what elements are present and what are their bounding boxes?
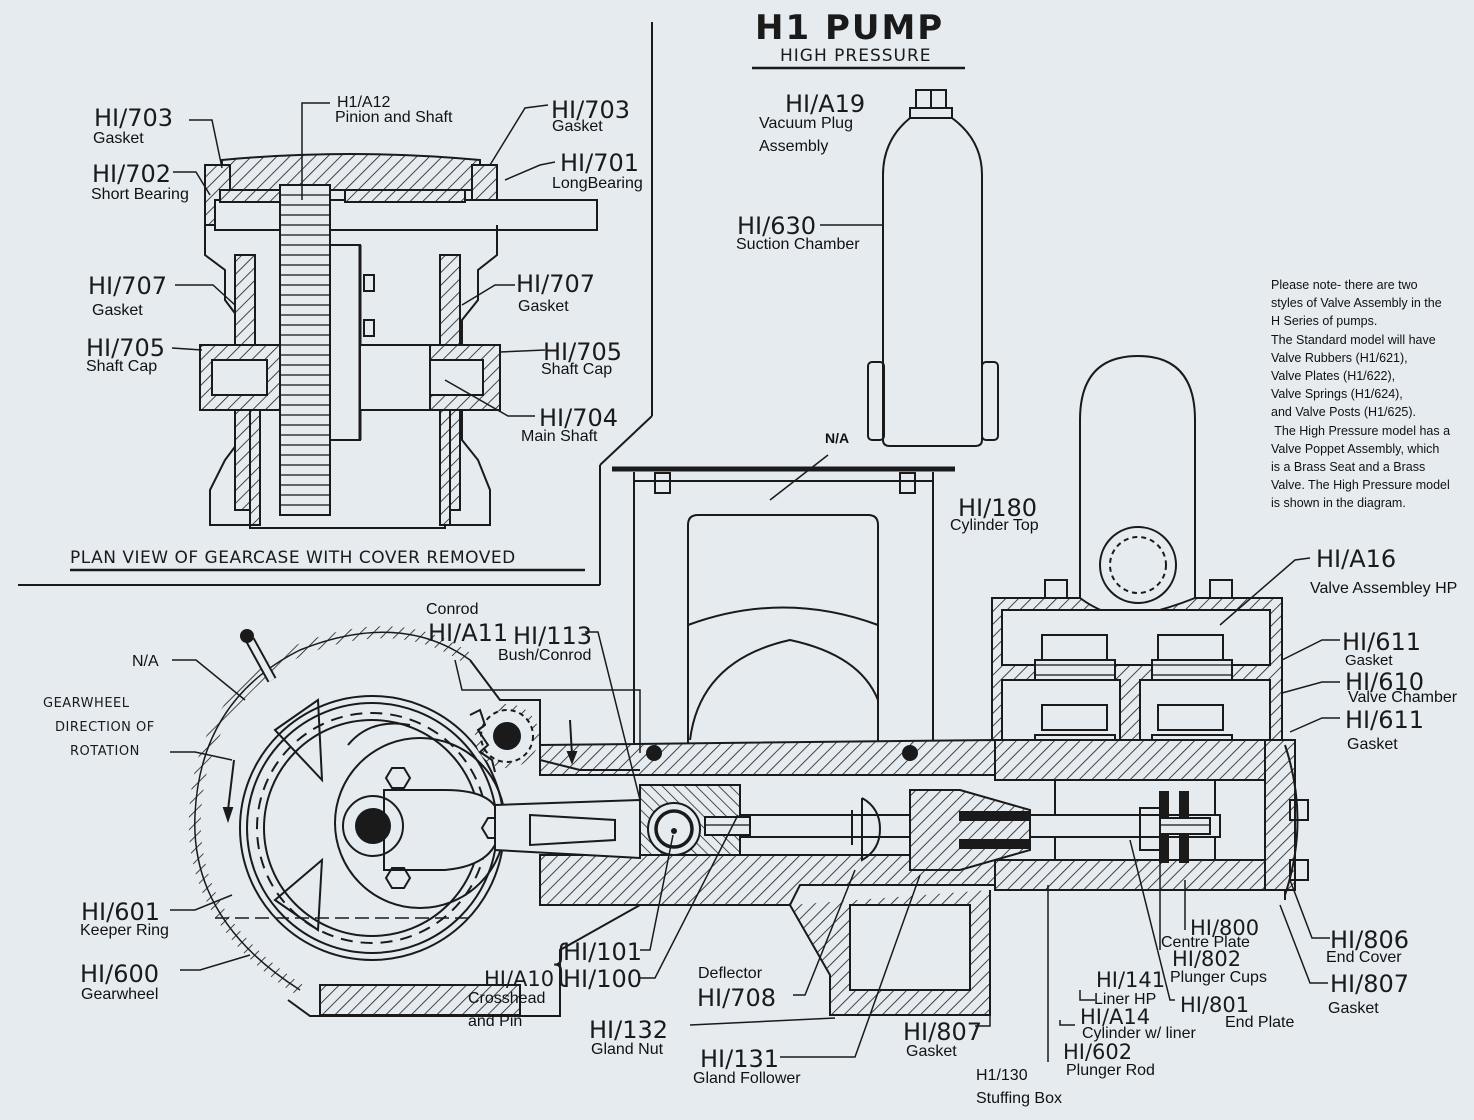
cylinder-barrel-drawing	[539, 738, 1309, 1016]
valve-assembly-note: Please note- there are two styles of Val…	[1271, 278, 1451, 511]
page-title: H1 PUMP	[755, 8, 945, 48]
label-na-left: N/A	[132, 653, 159, 670]
plan-view-caption: PLAN VIEW OF GEARCASE WITH COVER REMOVED	[70, 548, 516, 568]
valve-dome-drawing	[1079, 354, 1196, 610]
page-subtitle: HIGH PRESSURE	[780, 46, 932, 66]
divider-diagonal	[599, 415, 653, 466]
gearwheel-drawing	[188, 626, 641, 1017]
label-na-top: N/A	[825, 430, 850, 446]
gearcase-plan-view	[199, 153, 598, 529]
valve-chamber-drawing	[991, 579, 1283, 756]
cylinder-top-drawing	[612, 466, 955, 746]
leader-lines	[170, 102, 1340, 1062]
suction-chamber-drawing	[867, 89, 999, 447]
